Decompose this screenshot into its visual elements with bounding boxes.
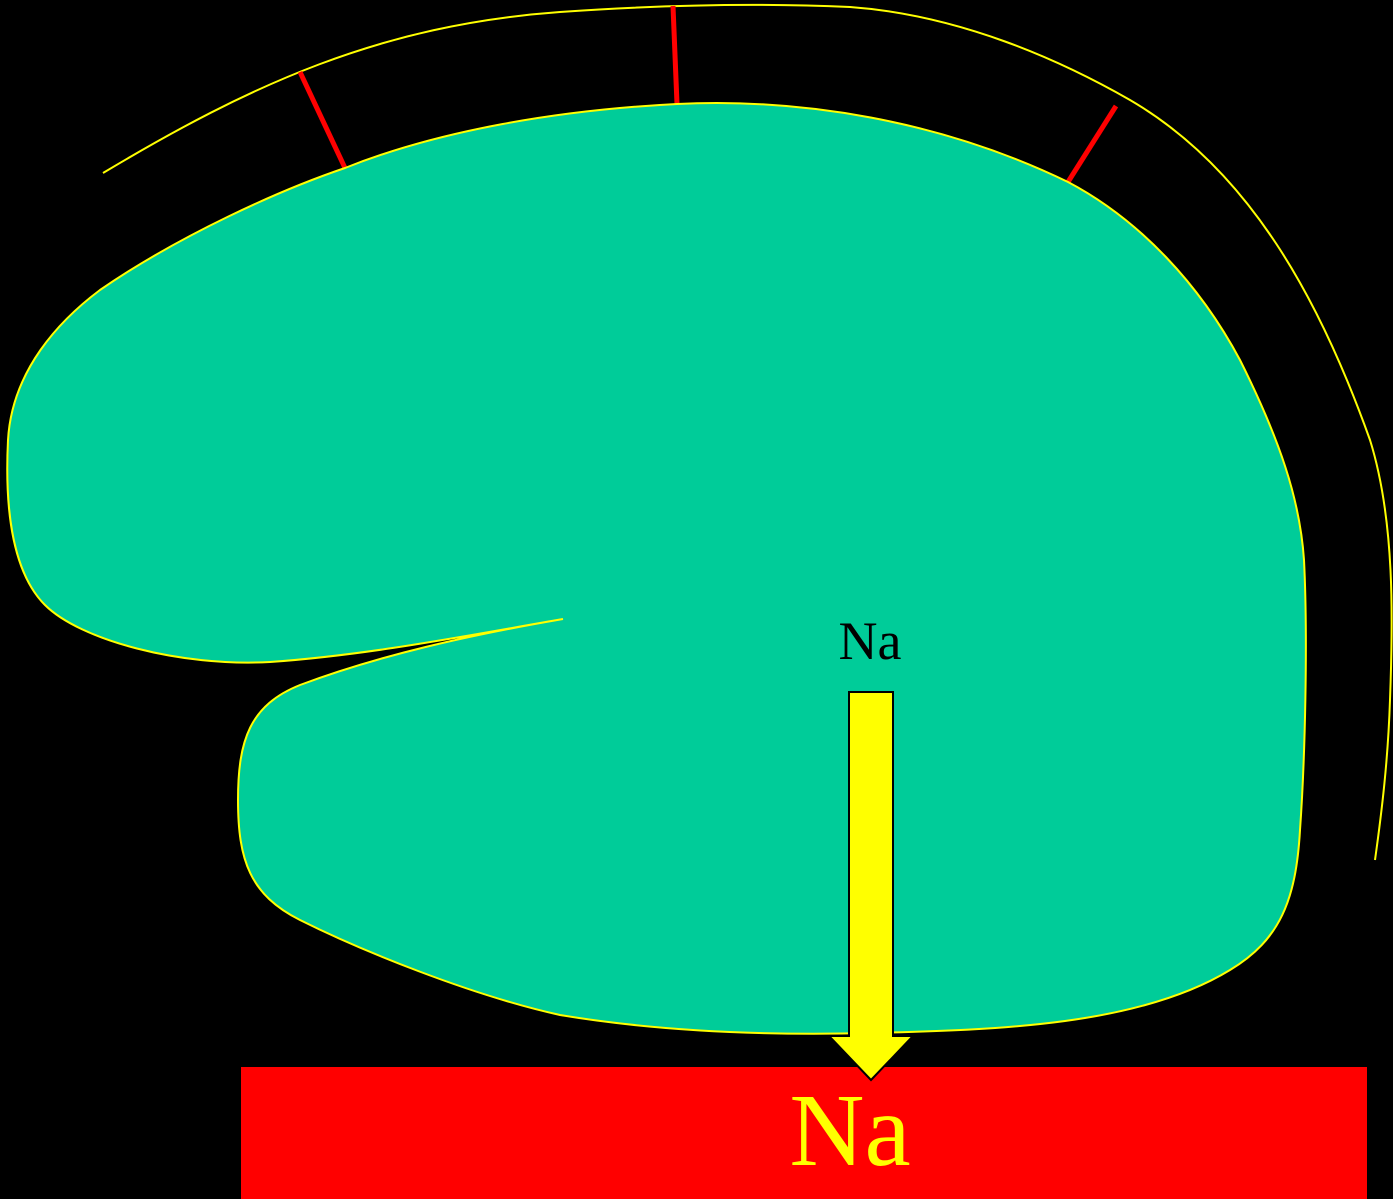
cell-body xyxy=(6,102,1307,1035)
down-arrow-icon xyxy=(826,691,916,1082)
outer-membrane-line xyxy=(102,3,1393,861)
inner-sodium-label: Na xyxy=(838,611,902,671)
outer-compartment-block xyxy=(241,1067,1367,1199)
connector-line-middle xyxy=(670,5,680,105)
connector-line-right xyxy=(1065,104,1119,184)
outer-sodium-label: Na xyxy=(789,1073,911,1188)
connector-line-left xyxy=(297,70,348,170)
